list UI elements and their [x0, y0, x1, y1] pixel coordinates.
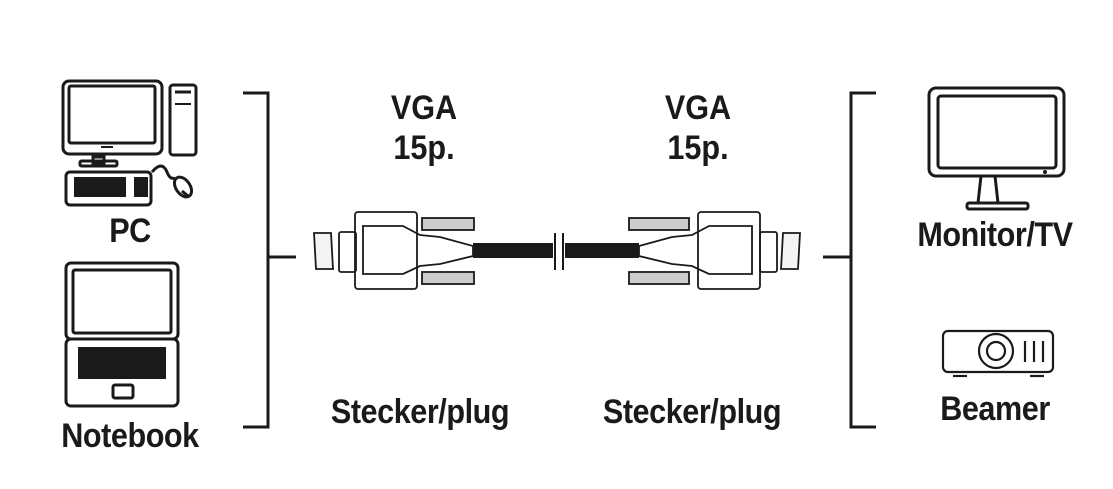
laptop-icon — [64, 261, 180, 408]
desktop-pc-icon — [61, 79, 198, 207]
pc-keyboard-keys — [74, 103, 191, 197]
right-vga-plug-icon — [628, 211, 801, 290]
device-label-notebook: Notebook — [61, 417, 199, 455]
right-connector-type-line2: 15p. — [667, 129, 729, 167]
left-connector-gender: Stecker/plug — [330, 393, 510, 431]
left-connector-type: VGA 15p. — [370, 88, 478, 168]
device-label-beamer: Beamer — [940, 390, 1050, 428]
left-connector-type-line1: VGA — [390, 89, 458, 127]
left-bracket — [243, 91, 296, 429]
left-connector-type-line2: 15p. — [393, 129, 455, 167]
monitor-power-led — [1043, 170, 1047, 174]
left-vga-plug-icon — [313, 211, 475, 290]
right-connector-type: VGA 15p. — [644, 88, 752, 168]
monitor-icon — [927, 86, 1066, 211]
device-label-monitor: Monitor/TV — [917, 216, 1073, 254]
projector-icon — [941, 329, 1055, 378]
right-connector-type-line1: VGA — [664, 89, 732, 127]
device-label-pc: PC — [109, 212, 151, 250]
cable-break-mark — [553, 233, 565, 270]
right-connector-gender: Stecker/plug — [602, 393, 782, 431]
right-bracket — [823, 91, 876, 429]
laptop-keyboard-keys — [78, 347, 166, 379]
